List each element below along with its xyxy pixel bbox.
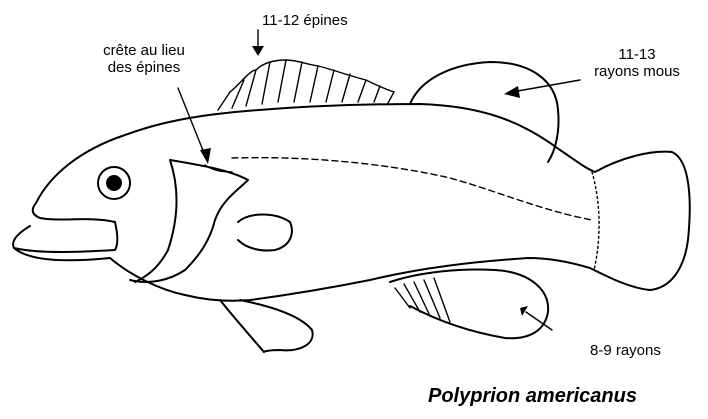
fish-head-outline [13,203,117,260]
anal-spines [395,278,450,322]
dorsal-spines [218,60,394,110]
soft-rays-label-line2: rayons mous [578,63,696,80]
crest-label: crête au lieu des épines [44,42,244,76]
gill-cover [130,160,248,282]
soft-rays-label-line1: 11-13 [578,46,696,63]
arrow-crest [178,88,211,164]
dorsal-spines-label: 11-12 épines [262,12,348,29]
anal-rays-label: 8-9 rayons [590,342,661,359]
soft-rays-label: 11-13 rayons mous [578,46,696,80]
fish-body-outline [36,104,690,301]
crest-label-line2: des épines [44,59,244,76]
species-name: Polyprion americanus [428,384,637,408]
crest-label-line1: crête au lieu [44,42,244,59]
pectoral-fin [238,215,292,251]
eye-pupil [106,175,122,191]
anal-fin [390,270,548,339]
tail-base-line [592,172,599,270]
arrow-soft-rays [504,80,580,98]
lateral-line [232,158,592,220]
pelvic-fin [220,300,313,352]
arrow-spines [252,30,264,56]
